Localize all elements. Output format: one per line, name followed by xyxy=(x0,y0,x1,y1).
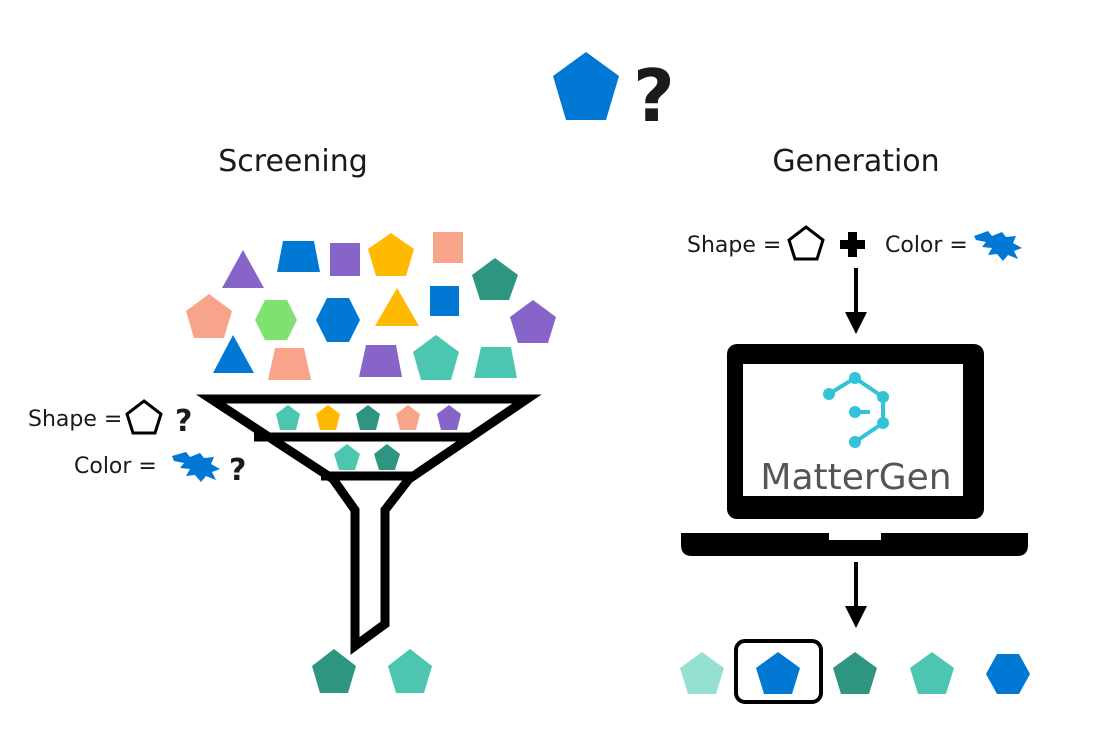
mattergen-molecule-logo-icon xyxy=(823,372,889,448)
yellow-pentagon-icon xyxy=(316,405,340,430)
laptop-trackpad-notch xyxy=(829,533,881,540)
header-question-mark: ? xyxy=(633,54,675,138)
header-query: ? xyxy=(553,52,675,138)
purple-triangle-icon xyxy=(222,250,264,288)
laptop-screen xyxy=(743,364,963,496)
salmon-pentagon-icon xyxy=(396,405,420,430)
funnel-stage-2-shapes xyxy=(334,444,400,470)
laptop xyxy=(681,344,1028,556)
target-blue-pentagon-icon xyxy=(553,52,619,120)
screening-color-label: Color = xyxy=(74,454,157,479)
screening-results xyxy=(312,649,432,693)
blue-pentagon-icon xyxy=(756,652,800,694)
yellow-pentagon-icon xyxy=(368,233,414,276)
teal-dark-pentagon-icon xyxy=(374,444,400,470)
funnel-outline xyxy=(195,394,542,655)
candidate-pool xyxy=(186,232,556,380)
blue-paint-splash-icon xyxy=(172,452,220,482)
teal-trapezoid-icon xyxy=(474,347,517,378)
generation-color-label: Color = xyxy=(885,233,968,258)
purple-pentagon-icon xyxy=(437,405,461,430)
screening-shape-criterion: Shape = ? xyxy=(28,399,192,439)
teal-dark-pentagon-icon xyxy=(833,652,877,694)
plus-icon xyxy=(840,232,865,257)
screening-color-question-mark: ? xyxy=(229,453,246,488)
screening-shape-question-mark: ? xyxy=(175,404,192,439)
green-hexagon-icon xyxy=(255,300,297,340)
arrow-to-generator xyxy=(845,268,867,334)
teal-pentagon-icon xyxy=(276,405,300,430)
blue-trapezoid-icon xyxy=(277,241,320,272)
screening-title: Screening xyxy=(218,144,368,179)
screening-color-criterion: Color = ? xyxy=(74,452,246,488)
purple-pentagon-icon xyxy=(510,300,556,343)
generation-conditions: Shape = Color = xyxy=(687,225,1022,261)
blue-hexagon-icon xyxy=(316,298,360,342)
pentagon-outline-icon xyxy=(125,399,163,435)
generation-shape-label: Shape = xyxy=(687,233,781,258)
funnel xyxy=(195,394,542,655)
purple-trapezoid-icon xyxy=(359,345,402,377)
purple-square-icon xyxy=(330,243,360,276)
yellow-triangle-icon xyxy=(375,288,419,326)
selected-result-frame xyxy=(734,639,823,704)
salmon-square-icon xyxy=(433,232,463,263)
blue-triangle-icon xyxy=(213,335,254,373)
pentagon-outline-icon xyxy=(787,225,825,261)
teal-pentagon-icon xyxy=(334,444,360,470)
generated-results xyxy=(680,639,1030,704)
funnel-stage-1-shapes xyxy=(276,405,461,430)
teal-pentagon-icon xyxy=(910,652,954,694)
arrow-to-generated-results xyxy=(845,562,867,628)
blue-hexagon-icon xyxy=(986,654,1030,694)
teal-dark-pentagon-icon xyxy=(312,649,356,693)
salmon-pentagon-icon xyxy=(186,294,232,338)
blue-paint-splash-icon xyxy=(974,231,1022,261)
teal-dark-pentagon-icon xyxy=(472,258,518,300)
mattergen-app-name: MatterGen xyxy=(760,457,951,498)
blue-square-icon xyxy=(430,286,459,316)
teal-pentagon-icon xyxy=(413,335,459,380)
generation-title: Generation xyxy=(772,144,939,179)
salmon-trapezoid-icon xyxy=(268,348,311,380)
screening-shape-label: Shape = xyxy=(28,407,122,432)
teal-light-pentagon-icon xyxy=(680,652,724,694)
laptop-base xyxy=(681,533,1028,556)
teal-pentagon-icon xyxy=(388,649,432,693)
teal-dark-pentagon-icon xyxy=(356,405,380,430)
